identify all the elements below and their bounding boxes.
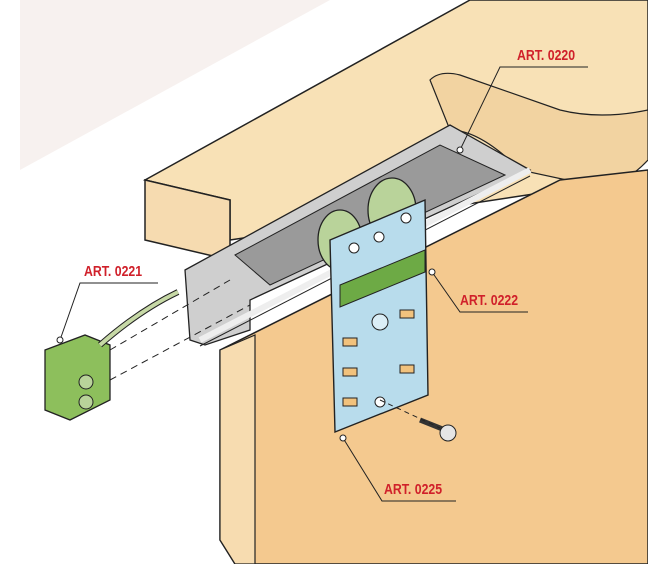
background-wall [20, 0, 330, 170]
label-art-0225: ART. 0225 [384, 481, 443, 498]
door-stop-art-0221 [44, 334, 111, 421]
label-art-0222: ART. 0222 [460, 292, 519, 309]
label-art-0221: ART. 0221 [84, 263, 143, 280]
door-edge [219, 334, 256, 564]
plate-screw [371, 313, 389, 331]
label-art-0220: ART. 0220 [517, 47, 576, 64]
green-strip [339, 249, 426, 308]
